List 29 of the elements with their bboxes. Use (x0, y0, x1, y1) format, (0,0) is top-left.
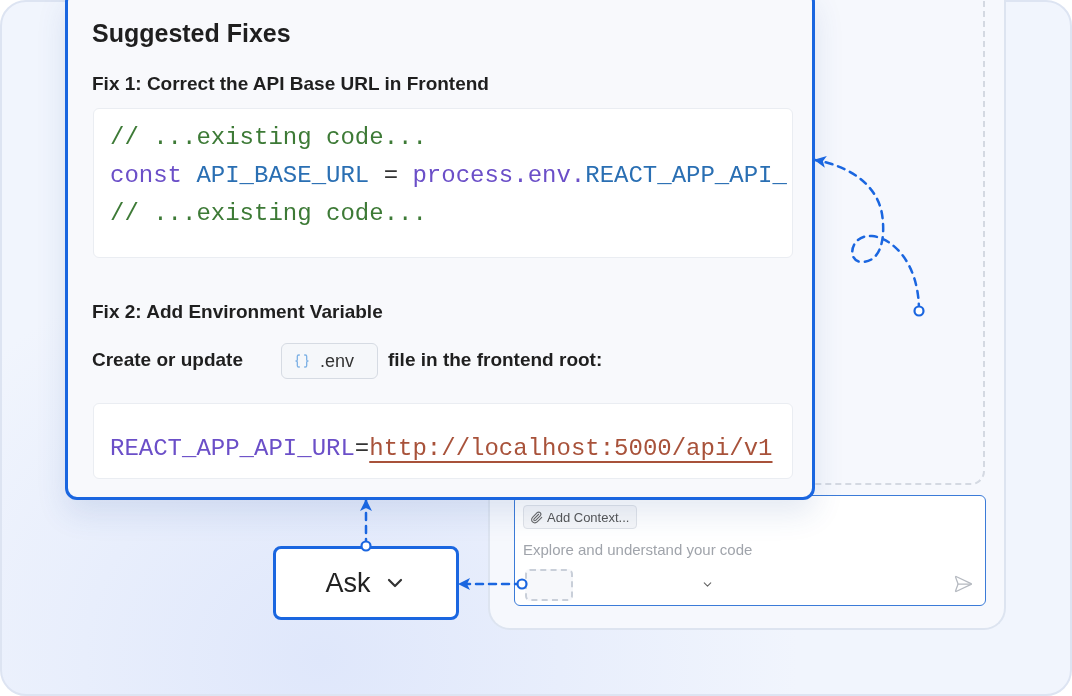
context-label: Add Context... (547, 509, 630, 525)
code-comment: // ...existing code... (110, 124, 427, 151)
code-token: = (354, 435, 370, 462)
mode-label: Ask (325, 567, 371, 599)
mode-dropdown (273, 546, 459, 620)
panel-heading: Suggested Fixes (92, 18, 291, 48)
suggestion-panel (65, 0, 815, 500)
fix-heading: Fix 1: Correct the API Base URL in Frontend (92, 73, 489, 96)
arrow (360, 498, 372, 552)
file-name: .env (320, 350, 355, 372)
file-chip (281, 343, 378, 379)
dashed-slot (525, 569, 573, 601)
code-token: API_BASE_URL (196, 162, 370, 189)
code-token: REACT_APP_API_URL (110, 435, 355, 462)
code-link: http://localhost:5000/api/v1 (369, 435, 773, 462)
code-comment: // ...existing code... (110, 200, 427, 227)
fix-heading: Fix 2: Add Environment Variable (92, 301, 383, 324)
code-token: REACT_APP_API_ (585, 162, 787, 189)
code-token: = (383, 162, 399, 189)
context-chip (523, 505, 637, 529)
instruction-text: Create or update (92, 349, 243, 372)
instruction-text: file in the frontend root: (388, 349, 603, 372)
placeholder-text: Explore and understand your code (523, 541, 753, 558)
arrow (813, 156, 925, 317)
code-token: const (110, 162, 182, 189)
chat-input (514, 495, 986, 606)
code-token: process.env. (412, 162, 586, 189)
arrow (457, 578, 528, 590)
chat-panel (488, 485, 1006, 630)
